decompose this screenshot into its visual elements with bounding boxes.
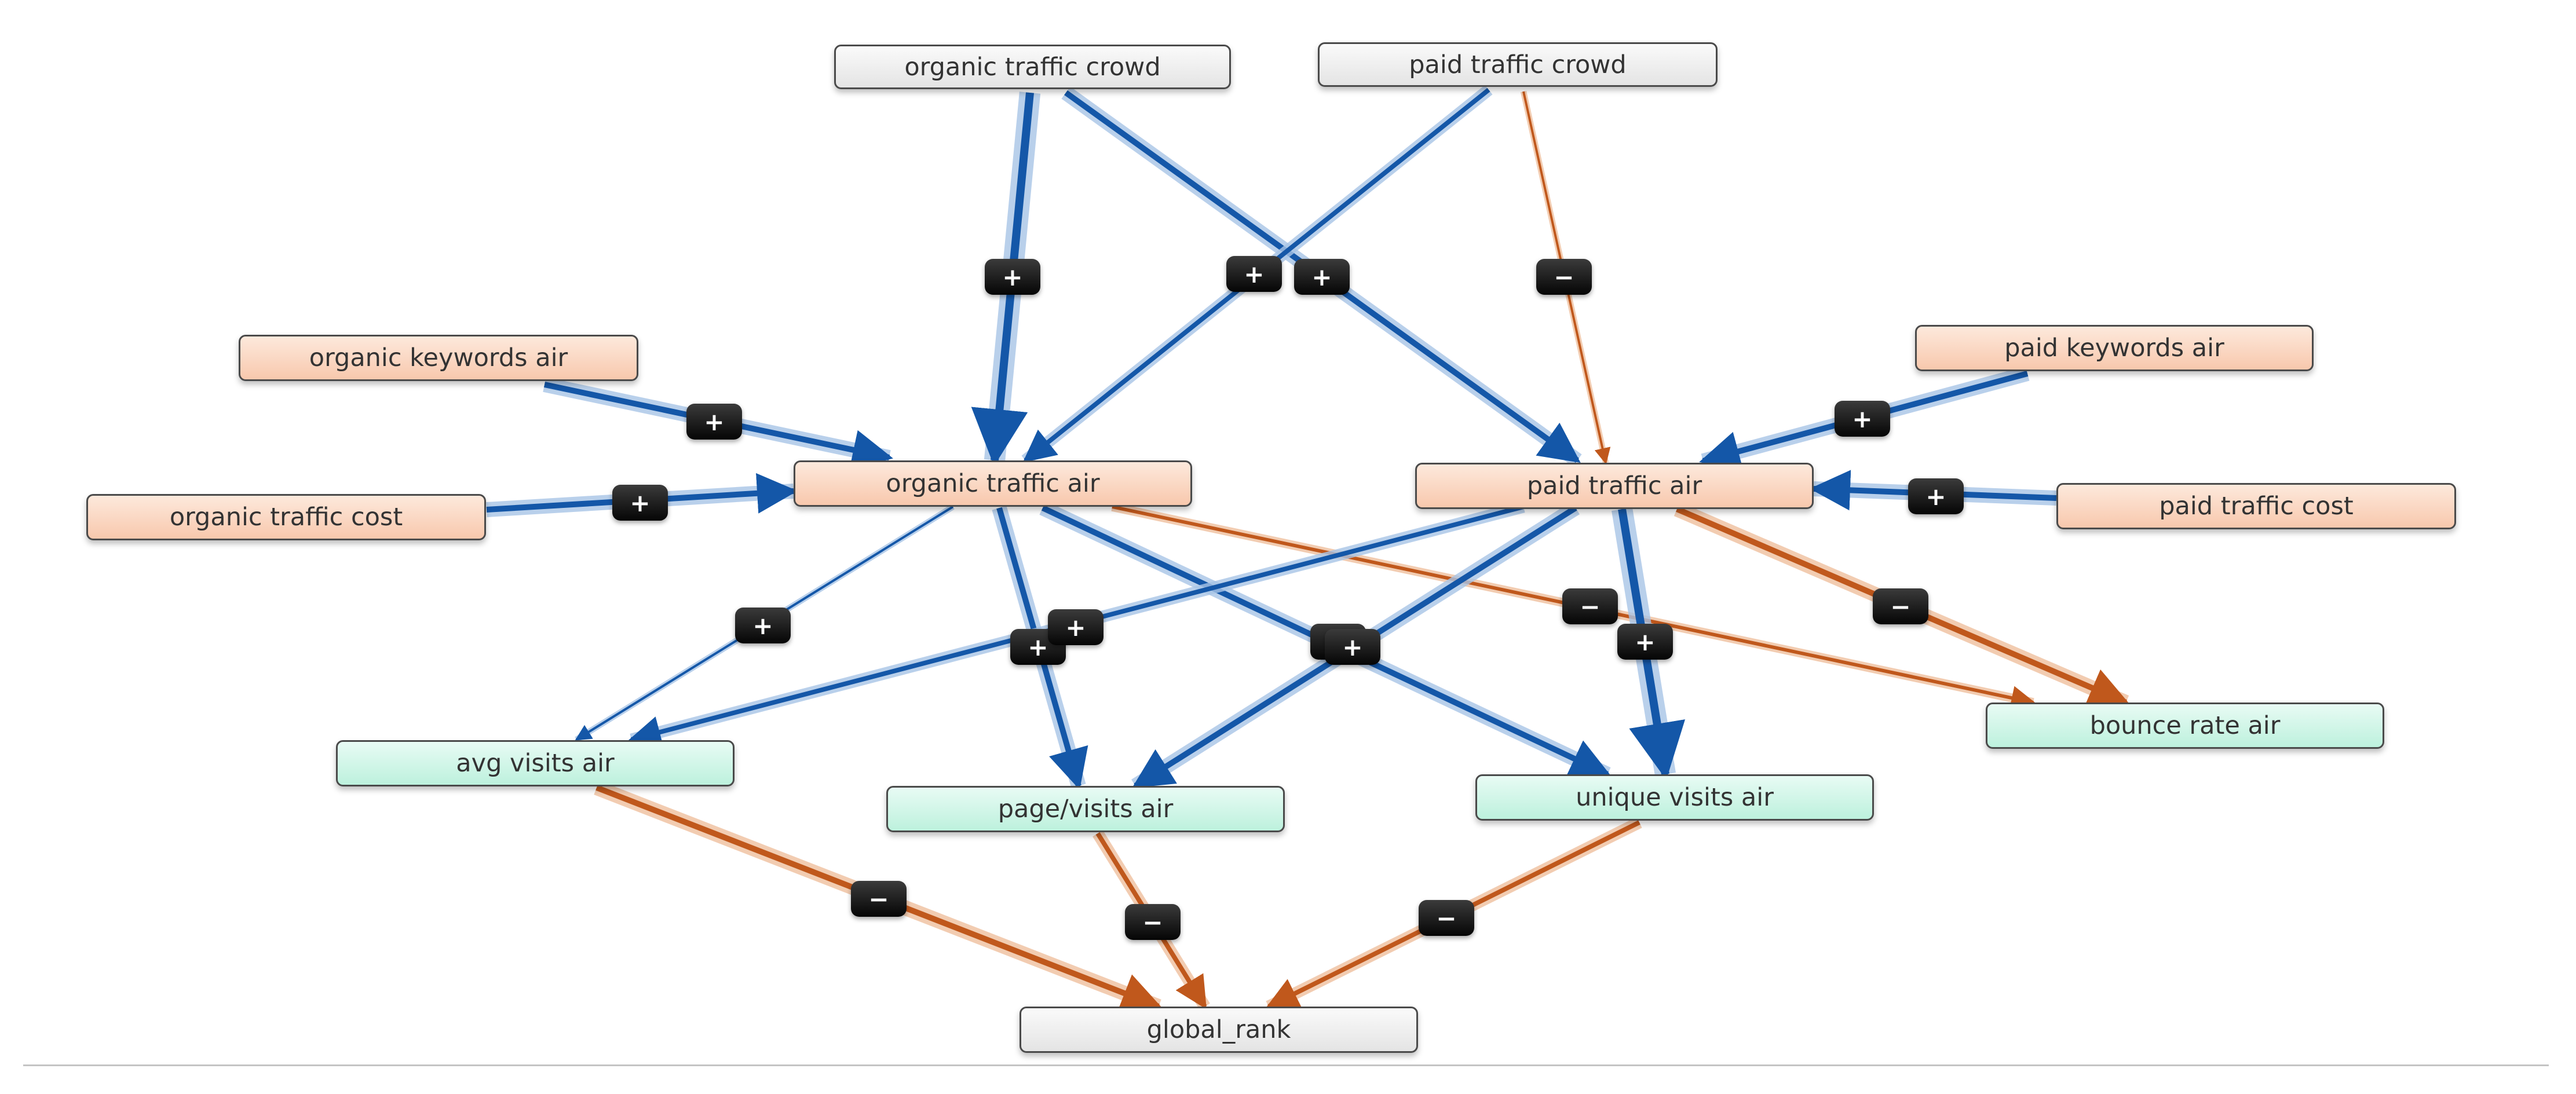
node-label: organic traffic cost [169,503,403,532]
node-ava[interactable]: avg visits air [336,740,735,786]
node-label: page/visits air [997,795,1174,824]
plus-badge-pta-ava[interactable]: + [1048,609,1104,645]
plus-badge-oka-ota[interactable]: + [686,404,742,440]
node-label: organic traffic crowd [904,52,1161,82]
node-ota[interactable]: organic traffic air [794,460,1192,507]
node-label: organic keywords air [309,343,568,372]
plus-badge-otc-pta[interactable]: + [1294,259,1350,295]
node-label: paid traffic air [1526,471,1702,500]
plus-badge-ota-ava[interactable]: + [735,608,791,643]
node-pta[interactable]: paid traffic air [1415,463,1814,509]
node-label: avg visits air [456,749,615,778]
plus-badge-pka-pta[interactable]: + [1835,401,1890,437]
plus-badge-pta-pva[interactable]: + [1325,629,1380,665]
minus-badge-pva-gr[interactable]: − [1125,904,1181,940]
minus-badge-uva-gr[interactable]: − [1419,900,1474,936]
node-label: global_rank [1146,1015,1291,1044]
node-pva[interactable]: page/visits air [886,786,1285,832]
plus-badge-ptco-pta[interactable]: + [1908,478,1964,514]
minus-badge-ota-bra[interactable]: − [1562,588,1618,624]
node-label: paid traffic cost [2159,492,2354,521]
node-ptc[interactable]: paid traffic crowd [1318,42,1718,87]
node-label: organic traffic air [886,469,1100,498]
minus-badge-pta-bra[interactable]: − [1873,588,1928,624]
node-bra[interactable]: bounce rate air [1986,702,2384,749]
minus-badge-ava-gr[interactable]: − [851,881,907,917]
node-pka[interactable]: paid keywords air [1915,325,2314,371]
minus-badge-ptc-pta[interactable]: − [1536,259,1592,295]
node-ptco[interactable]: paid traffic cost [2056,483,2456,529]
node-otc[interactable]: organic traffic crowd [834,45,1231,89]
node-label: bounce rate air [2089,711,2281,740]
node-gr[interactable]: global_rank [1020,1007,1418,1053]
plus-badge-otc-ota[interactable]: + [985,259,1040,295]
node-label: paid keywords air [2004,334,2224,363]
node-label: unique visits air [1576,783,1774,812]
plus-badge-pta-uva[interactable]: + [1617,624,1673,660]
footer-divider [23,1064,2549,1066]
node-label: paid traffic crowd [1409,50,1627,79]
plus-badge-otco-ota[interactable]: + [612,485,668,521]
node-oka[interactable]: organic keywords air [239,335,638,381]
node-otco[interactable]: organic traffic cost [86,494,486,540]
node-uva[interactable]: unique visits air [1475,774,1874,821]
plus-badge-ptc-ota[interactable]: + [1226,256,1282,292]
